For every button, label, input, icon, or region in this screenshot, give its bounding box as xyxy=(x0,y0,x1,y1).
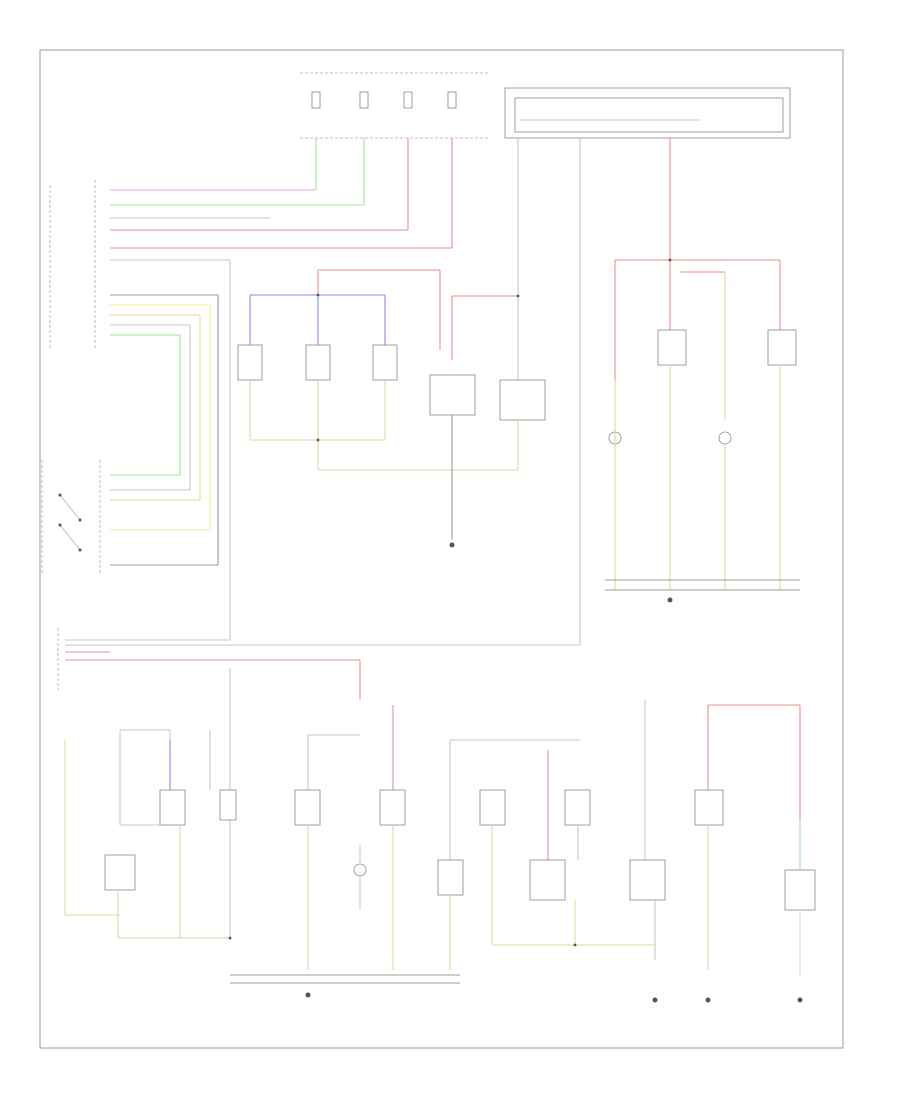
fuse-panel xyxy=(300,72,490,139)
lamp-group-top xyxy=(237,344,398,381)
relay-box xyxy=(504,87,791,139)
lighting-switch xyxy=(41,460,101,575)
diagram-frame xyxy=(39,49,844,1049)
lamp-group-right xyxy=(608,329,797,445)
